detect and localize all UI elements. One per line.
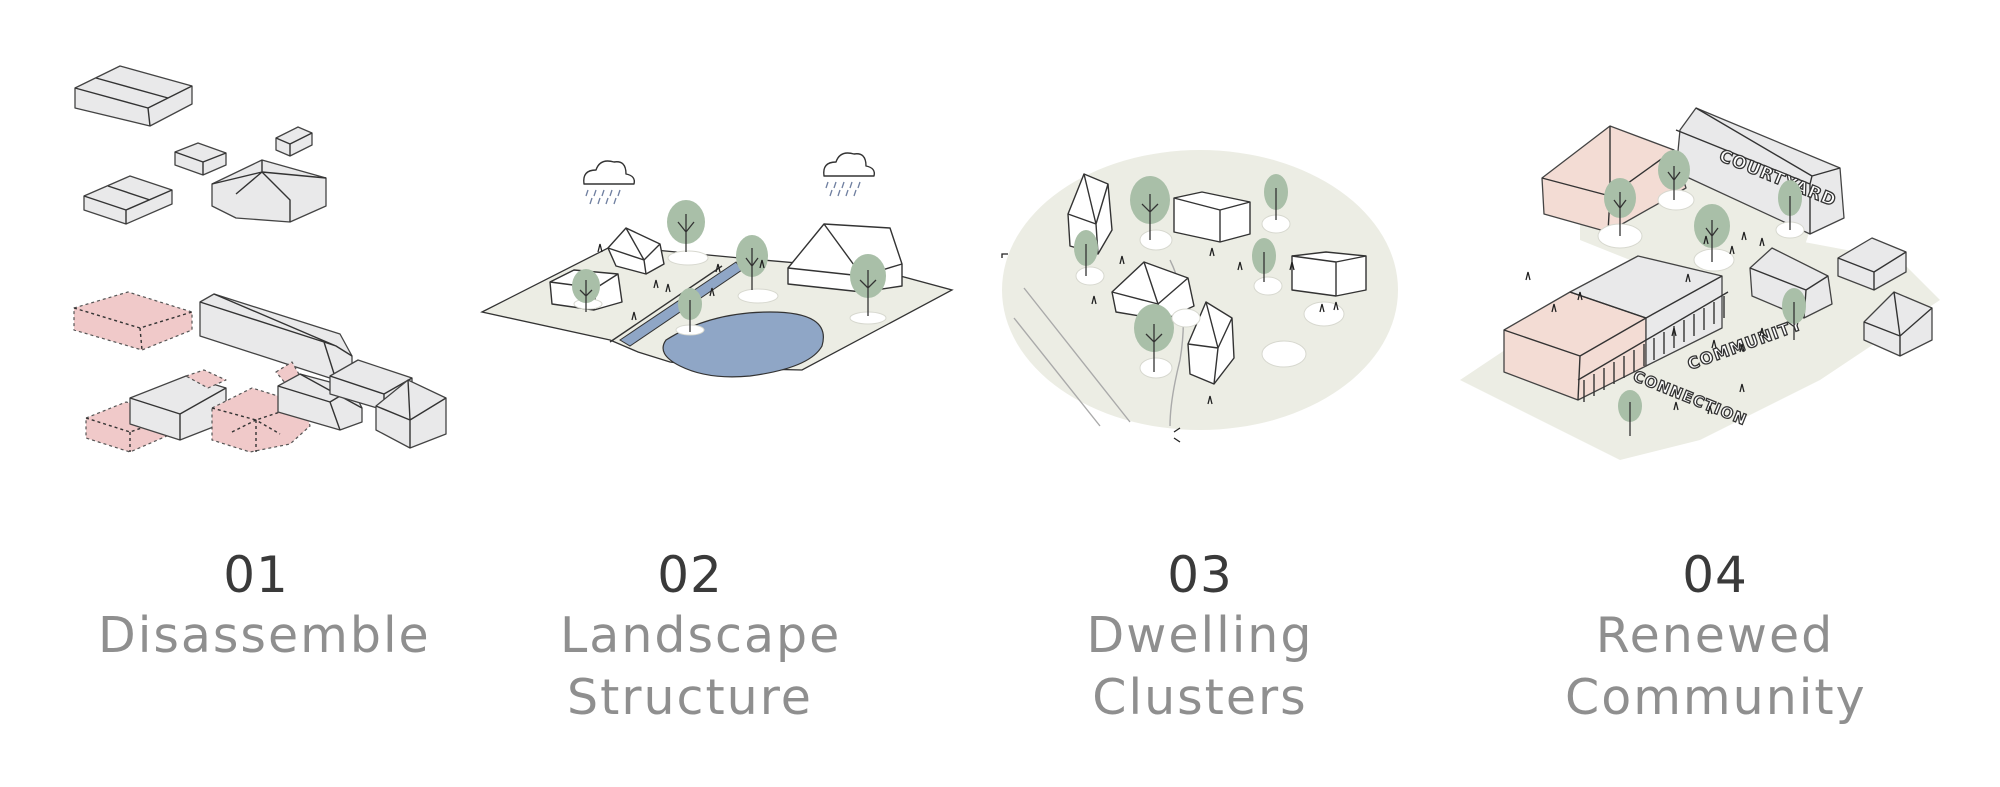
tree	[1775, 180, 1805, 239]
demolish-building-3	[185, 369, 227, 389]
tree	[1657, 150, 1695, 211]
clearing	[1171, 308, 1201, 328]
step-number: 01	[223, 546, 289, 604]
dwelling-clusters-illustration	[1001, 150, 1398, 443]
tree	[1618, 390, 1642, 436]
colonnade	[1577, 291, 1729, 402]
step-number: 04	[1682, 546, 1748, 604]
step-title-line: Dwelling	[1086, 607, 1314, 664]
tree	[1693, 204, 1735, 272]
disassemble-illustration	[73, 65, 447, 453]
step-panel-03: 03 Dwelling Clusters	[980, 0, 1440, 787]
renewed-house-3	[1863, 291, 1933, 357]
tree	[1134, 304, 1174, 379]
tree	[849, 254, 887, 325]
floating-building-2	[174, 142, 227, 176]
demolish-building-1	[73, 291, 193, 351]
step-title-line: Structure	[567, 669, 813, 726]
step-caption-01: 01 Disassemble	[98, 545, 431, 667]
white-house-2	[607, 227, 665, 275]
step-title-line: Disassemble	[98, 607, 431, 664]
tree	[667, 200, 709, 266]
step-panel-02: 02 Landscape Structure	[470, 0, 970, 787]
dwelling-house-5	[1291, 251, 1367, 297]
step-number: 02	[657, 546, 723, 604]
people	[597, 243, 765, 321]
step-title-line: Landscape	[560, 607, 842, 664]
tree	[675, 288, 705, 336]
tree	[1130, 176, 1173, 251]
dwelling-house-4	[1187, 301, 1235, 385]
floating-building-3	[275, 126, 313, 157]
floating-building-4	[83, 175, 173, 225]
step-number: 03	[1167, 546, 1233, 604]
tree	[1261, 174, 1291, 234]
rain-cloud-icon	[583, 160, 636, 205]
floating-building-5	[211, 159, 327, 223]
clearing	[1261, 340, 1307, 368]
step-title-line: Renewed	[1595, 607, 1835, 664]
step-title-line: Community	[1565, 669, 1867, 726]
step-panel-01: 01 Disassemble	[0, 0, 500, 787]
renewed-house-2	[1837, 237, 1907, 291]
tree	[1252, 238, 1283, 296]
people	[1525, 231, 1765, 415]
tree	[572, 269, 603, 312]
renewed-community-illustration: COURTYARD COMMUNITY CONNECTION	[1460, 107, 1940, 460]
tree	[1074, 230, 1105, 286]
people	[1001, 247, 1339, 443]
step-caption-02: 02 Landscape Structure	[560, 545, 842, 729]
dwelling-house-2	[1173, 191, 1251, 243]
tree	[1597, 178, 1643, 249]
step-caption-03: 03 Dwelling Clusters	[1070, 545, 1330, 729]
kept-building-1	[199, 293, 353, 381]
clearing	[1303, 301, 1345, 327]
step-title-line: Clusters	[1092, 669, 1308, 726]
step-caption-04: 04 Renewed Community	[1565, 545, 1865, 729]
floating-building-1	[74, 65, 193, 127]
kept-building-5	[375, 379, 447, 449]
step-panel-04: COURTYARD COMMUNITY CONNECTION	[1460, 0, 1980, 787]
landscape-illustration	[480, 152, 954, 378]
rain-cloud-icon	[823, 152, 876, 197]
tree	[1782, 288, 1806, 340]
